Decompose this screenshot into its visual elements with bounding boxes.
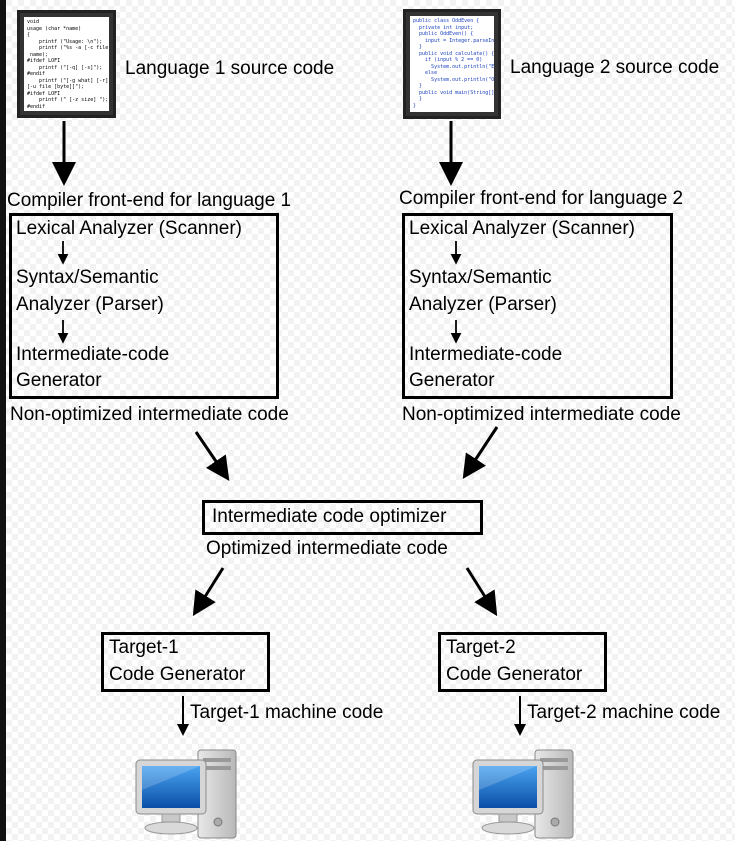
left-border xyxy=(0,0,6,841)
parser-label-1-line1: Syntax/Semantic xyxy=(16,267,159,288)
frontend-box-1 xyxy=(9,213,279,399)
computer-icon-target-2 xyxy=(472,749,574,839)
source-label-2: Language 2 source code xyxy=(510,57,720,78)
parser-label-2-line2: Analyzer (Parser) xyxy=(409,294,557,315)
computer-icon-target-1 xyxy=(135,749,237,839)
source-code-2-text: public class OddEven { private int input… xyxy=(413,18,494,109)
arrow-frontend2-to-optimizer xyxy=(462,426,499,480)
target-1-machine-code-label: Target-1 machine code xyxy=(190,702,384,723)
optimized-code-label: Optimized intermediate code xyxy=(206,538,448,559)
source-code-1-text: void usage (char *name) { printf ("Usage… xyxy=(27,19,109,110)
frontend-box-2 xyxy=(402,213,673,399)
nonoptimized-label-1: Non-optimized intermediate code xyxy=(10,404,289,425)
arrow-optimizer-to-target2 xyxy=(465,567,498,617)
target-2-label-line1: Target-2 xyxy=(446,637,516,658)
optimizer-box xyxy=(202,500,483,535)
frontend-title-2: Compiler front-end for language 2 xyxy=(399,188,684,209)
icg-label-2-line2: Generator xyxy=(409,370,495,391)
frontend-title-1: Compiler front-end for language 1 xyxy=(7,190,292,211)
parser-label-2-line1: Syntax/Semantic xyxy=(409,267,552,288)
target-2-machine-code-label: Target-2 machine code xyxy=(527,702,721,723)
target-1-box xyxy=(101,632,270,692)
source-label-1: Language 1 source code xyxy=(125,58,335,79)
source-code-thumbnail-1: void usage (char *name) { printf ("Usage… xyxy=(17,10,116,118)
arrow-optimizer-to-target1 xyxy=(192,567,225,617)
icg-label-1-line1: Intermediate-code xyxy=(16,344,170,365)
target-1-label-line2: Code Generator xyxy=(109,664,246,685)
optimizer-label: Intermediate code optimizer xyxy=(212,506,447,527)
target-1-label-line1: Target-1 xyxy=(109,637,179,658)
source-code-thumbnail-2: public class OddEven { private int input… xyxy=(403,9,501,119)
lexer-label-2: Lexical Analyzer (Scanner) xyxy=(409,218,635,239)
target-2-box xyxy=(438,632,607,692)
parser-label-1-line2: Analyzer (Parser) xyxy=(16,294,164,315)
icg-label-2-line1: Intermediate-code xyxy=(409,344,563,365)
target-2-label-line2: Code Generator xyxy=(446,664,583,685)
lexer-label-1: Lexical Analyzer (Scanner) xyxy=(16,218,242,239)
arrow-frontend1-to-optimizer xyxy=(194,431,230,481)
nonoptimized-label-2: Non-optimized intermediate code xyxy=(402,404,681,425)
icg-label-1-line2: Generator xyxy=(16,370,102,391)
